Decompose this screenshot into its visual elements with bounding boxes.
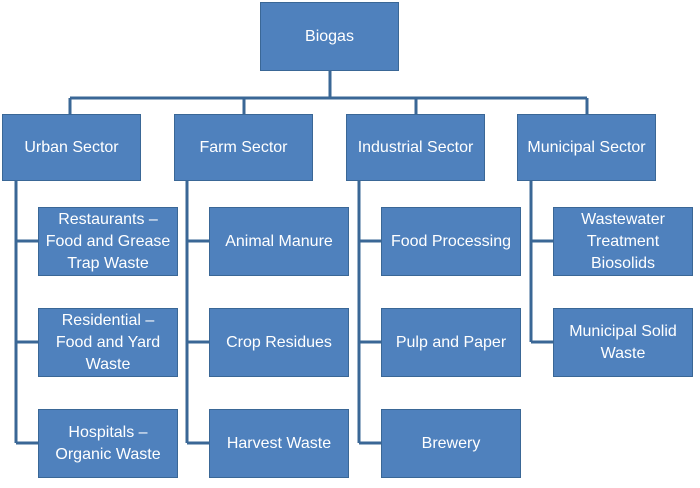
farm-item-animal-manure: Animal Manure — [209, 207, 349, 276]
municipal-item-label: Wastewater Treatment Biosolids — [581, 210, 665, 272]
industrial-item-pulp-and-paper: Pulp and Paper — [381, 308, 521, 377]
farm-item-label: Crop Residues — [226, 333, 332, 351]
urban-item-label: Residential – Food and Yard Waste — [55, 311, 161, 373]
sector-label-farm: Farm Sector — [199, 138, 288, 156]
sector-node-municipal: Municipal Sector — [517, 114, 656, 181]
urban-item-label: Hospitals – Organic Waste — [55, 423, 161, 463]
sector-label-urban: Urban Sector — [24, 138, 119, 156]
root-node-biogas: Biogas — [260, 2, 399, 71]
municipal-item-solid-waste: Municipal Solid Waste — [553, 308, 693, 377]
sector-label-industrial: Industrial Sector — [357, 138, 474, 156]
sector-node-farm: Farm Sector — [174, 114, 313, 181]
farm-item-label: Harvest Waste — [226, 434, 332, 452]
industrial-item-label: Brewery — [421, 434, 481, 452]
urban-item-residential: Residential – Food and Yard Waste — [38, 308, 178, 377]
sector-node-urban: Urban Sector — [2, 114, 141, 181]
root-label: Biogas — [305, 27, 354, 45]
farm-item-label: Animal Manure — [225, 232, 333, 250]
industrial-item-label: Food Processing — [390, 232, 512, 250]
industrial-item-food-processing: Food Processing — [381, 207, 521, 276]
industrial-item-label: Pulp and Paper — [395, 333, 507, 351]
farm-item-harvest-waste: Harvest Waste — [209, 409, 349, 478]
sector-label-municipal: Municipal Sector — [527, 138, 646, 156]
urban-item-restaurants: Restaurants – Food and Grease Trap Waste — [38, 207, 178, 276]
municipal-item-wastewater-biosolids: Wastewater Treatment Biosolids — [553, 207, 693, 276]
farm-item-crop-residues: Crop Residues — [209, 308, 349, 377]
urban-item-hospitals: Hospitals – Organic Waste — [38, 409, 178, 478]
municipal-item-label: Municipal Solid Waste — [569, 322, 677, 362]
urban-item-label: Restaurants – Food and Grease Trap Waste — [45, 210, 171, 272]
sector-node-industrial: Industrial Sector — [346, 114, 485, 181]
industrial-item-brewery: Brewery — [381, 409, 521, 478]
